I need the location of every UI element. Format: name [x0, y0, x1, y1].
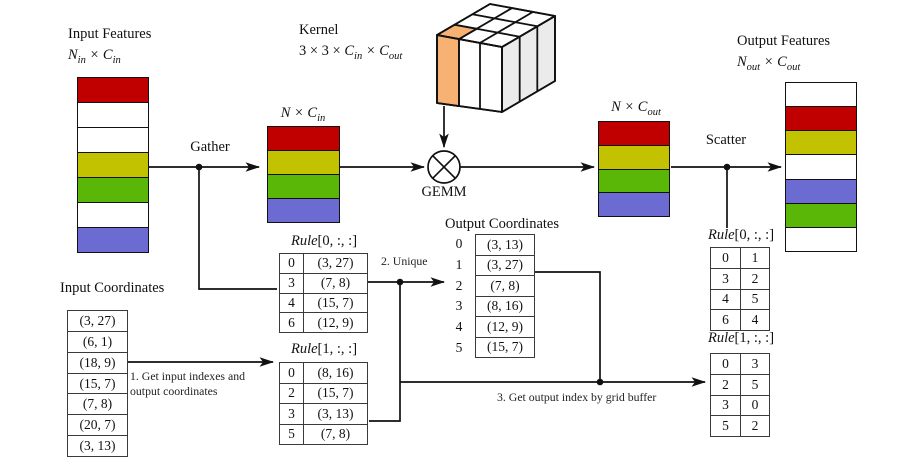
feature-cell	[786, 226, 856, 251]
n-cin-label: N × Cin	[280, 105, 326, 124]
table-row: (3, 27)	[79, 312, 116, 328]
input-features-stack	[77, 77, 149, 253]
table-row: 0(8, 16)	[280, 363, 367, 383]
feature-cell	[268, 150, 339, 174]
table-row: 3(7, 8)	[280, 272, 367, 293]
table-row: (3, 27)	[476, 254, 534, 276]
kernel-label: Kernel 3 × 3 × Cin × Cout	[299, 20, 402, 62]
feature-cell	[786, 154, 856, 179]
table-row: 4(15, 7)	[280, 292, 367, 313]
input-features-dims: Nin × Cin	[68, 47, 121, 66]
feature-cell	[599, 168, 669, 193]
feature-cell	[78, 227, 148, 252]
feature-cell	[268, 174, 339, 198]
table-row: (12, 9)	[476, 316, 534, 337]
table-row: (3, 13)	[487, 236, 523, 252]
gather-label: Gather	[190, 139, 230, 155]
gathered-features-stack	[267, 126, 340, 223]
rule0-left-title: Rule[0, :, :]	[290, 233, 358, 249]
feature-cell	[78, 177, 148, 202]
rule0-right-title: Rule[0, :, :]	[707, 227, 775, 243]
outcoords-to-gridbuffer-line	[535, 271, 601, 381]
input-coordinates-table: (3, 27) (6, 1) (18, 9) (15, 7) (7, 8) (2…	[67, 310, 128, 457]
scatter-label: Scatter	[705, 132, 747, 148]
feature-cell	[786, 178, 856, 203]
feature-cell	[268, 198, 339, 222]
rule1-left-title: Rule[1, :, :]	[290, 341, 358, 357]
output-features-label: Output Features Nout × Cout	[737, 31, 830, 73]
table-row: (8, 16)	[476, 295, 534, 317]
step1-annotation: 1. Get input indexes and output coordina…	[130, 369, 245, 398]
table-row: 0(3, 27)	[280, 254, 367, 273]
feature-cell	[78, 152, 148, 177]
feature-cell	[599, 192, 669, 216]
rule1-to-unique-line	[369, 282, 401, 422]
feature-cell	[786, 202, 856, 227]
n-cout-label: N × Cout	[611, 99, 661, 118]
output-features-stack	[785, 82, 857, 252]
feature-cell	[786, 83, 856, 107]
gemm-label: GEMM	[421, 184, 467, 200]
gemm-output-stack	[598, 121, 670, 217]
table-row: 2(15, 7)	[280, 382, 367, 403]
feature-cell	[786, 130, 856, 155]
table-row: (7, 8)	[68, 393, 127, 414]
feature-cell	[268, 127, 339, 150]
feature-cell	[786, 106, 856, 131]
table-row: (7, 8)	[476, 275, 534, 296]
rule1-left-table: 0(8, 16) 2(15, 7) 3(3, 13) 5(7, 8)	[279, 362, 368, 445]
table-row: (3, 13)	[68, 435, 127, 456]
input-coordinates-title: Input Coordinates	[60, 280, 165, 296]
junction-dots	[195, 163, 731, 386]
table-row: 3(3, 13)	[280, 403, 367, 424]
input-features-label: Input Features Nin × Cin	[68, 24, 151, 66]
kernel-cube-icon	[436, 3, 556, 113]
feature-cell	[78, 127, 148, 152]
rule1-right-title: Rule[1, :, :]	[707, 330, 775, 346]
gemm-operator-icon	[427, 150, 461, 184]
input-features-title: Input Features	[68, 26, 152, 42]
feature-cell	[78, 202, 148, 227]
output-features-dims: Nout × Cout	[737, 54, 801, 73]
output-coordinates-table: (3, 13) (3, 27) (7, 8) (8, 16) (12, 9) (…	[475, 234, 535, 358]
feature-cell	[599, 122, 669, 145]
table-row: (18, 9)	[68, 351, 127, 373]
table-row: 5(7, 8)	[280, 423, 367, 444]
output-coordinates-title: Output Coordinates	[445, 216, 559, 232]
table-row: 6(12, 9)	[280, 312, 367, 332]
kernel-title: Kernel	[299, 22, 339, 38]
table-row: (15, 7)	[68, 372, 127, 394]
output-coordinates-indexes: 0 1 2 3 4 5	[455, 236, 463, 355]
table-row: (6, 1)	[68, 330, 127, 352]
output-features-title: Output Features	[737, 33, 831, 49]
feature-cell	[78, 78, 148, 102]
rule0-left-table: 0(3, 27) 3(7, 8) 4(15, 7) 6(12, 9)	[279, 253, 368, 333]
table-row: (15, 7)	[476, 336, 534, 358]
step2-annotation: 2. Unique	[381, 254, 428, 268]
feature-cell	[599, 144, 669, 169]
table-row: (20, 7)	[68, 414, 127, 435]
feature-cell	[78, 102, 148, 127]
step3-annotation: 3. Get output index by grid buffer	[497, 390, 657, 404]
gather-to-rule0-line	[198, 167, 277, 290]
kernel-dims: 3 × 3 × Cin × Cout	[299, 43, 403, 62]
